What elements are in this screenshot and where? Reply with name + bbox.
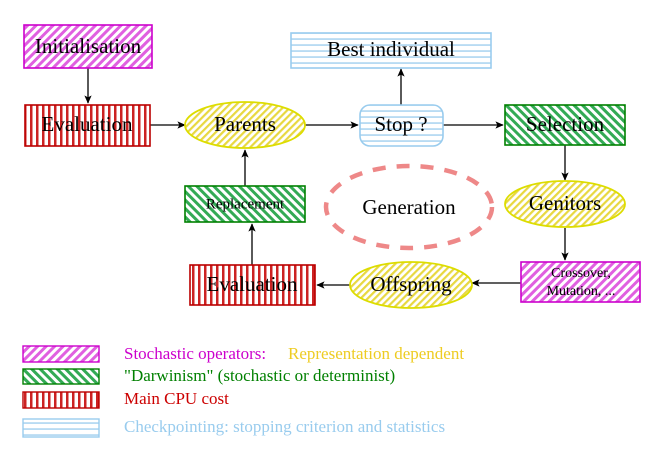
node-generation: Generation <box>323 163 495 251</box>
node-stop[interactable]: Stop ? <box>359 104 444 147</box>
connector-group <box>84 68 569 289</box>
node-selection[interactable]: Selection <box>504 104 626 146</box>
replacement-box[interactable] <box>184 185 306 223</box>
best-individual-label: Best individual <box>327 37 455 61</box>
node-best-individual[interactable]: Best individual <box>290 32 492 69</box>
offspring-label: Offspring <box>370 272 452 296</box>
node-offspring[interactable]: Offspring <box>349 261 473 309</box>
node-evaluation-top[interactable]: Evaluation <box>24 104 151 147</box>
legend-swatch-magenta-diagonal <box>22 345 100 363</box>
legend-swatch-red-vertical <box>22 391 100 409</box>
parents-ellipse[interactable] <box>184 101 306 149</box>
offspring-ellipse[interactable] <box>349 261 473 309</box>
selection-box[interactable] <box>504 104 626 146</box>
generation-label: Generation <box>362 195 456 219</box>
legend-item-main-cpu-cost: Main CPU cost <box>22 389 229 409</box>
evaluation-bottom-label: Evaluation <box>207 272 298 296</box>
crossover-label-line2: Mutation, ... <box>547 284 616 299</box>
legend-label-stochastic-operators: Stochastic operators: <box>124 344 266 363</box>
node-genitors[interactable]: Genitors <box>504 180 626 228</box>
initialisation-box[interactable] <box>23 24 153 69</box>
stop-box[interactable] <box>359 104 444 147</box>
node-parents[interactable]: Parents <box>184 101 306 149</box>
legend-label-checkpointing: Checkpointing: stopping criterion and st… <box>124 417 445 436</box>
evaluation-top-label: Evaluation <box>42 112 133 136</box>
legend-label-representation-dependent: Representation dependent <box>288 344 464 363</box>
legend-swatch-blue-horizontal <box>22 418 100 438</box>
genitors-label: Genitors <box>529 191 601 215</box>
generation-dashed-outline <box>323 163 495 251</box>
legend-swatch-green-diagonal <box>22 368 100 385</box>
genitors-ellipse[interactable] <box>504 180 626 228</box>
crossover-label-line1: Crossover, <box>551 266 611 281</box>
legend-label-main-cpu-cost: Main CPU cost <box>124 389 229 408</box>
legend: Stochastic operators: Representation dep… <box>22 344 464 438</box>
selection-label: Selection <box>526 112 605 136</box>
legend-item-stochastic-operators: Stochastic operators: Representation dep… <box>22 344 464 363</box>
parents-label: Parents <box>214 112 276 136</box>
evaluation-bottom-box[interactable] <box>189 264 316 306</box>
node-evaluation-bottom[interactable]: Evaluation <box>189 264 316 306</box>
node-initialisation[interactable]: Initialisation <box>23 24 153 69</box>
legend-item-darwinism: "Darwinism" (stochastic or determinist) <box>22 366 395 385</box>
crossover-box[interactable] <box>520 261 641 303</box>
legend-label-darwinism: "Darwinism" (stochastic or determinist) <box>124 366 395 385</box>
node-crossover-mutation[interactable]: Crossover, Mutation, ... <box>520 261 641 303</box>
evaluation-top-box[interactable] <box>24 104 151 147</box>
best-individual-box[interactable] <box>290 32 492 69</box>
node-replacement[interactable]: Replacement <box>184 185 306 223</box>
stop-label: Stop ? <box>374 112 427 136</box>
legend-item-checkpointing: Checkpointing: stopping criterion and st… <box>22 417 445 438</box>
replacement-label: Replacement <box>206 196 285 212</box>
initialisation-label: Initialisation <box>35 34 142 58</box>
